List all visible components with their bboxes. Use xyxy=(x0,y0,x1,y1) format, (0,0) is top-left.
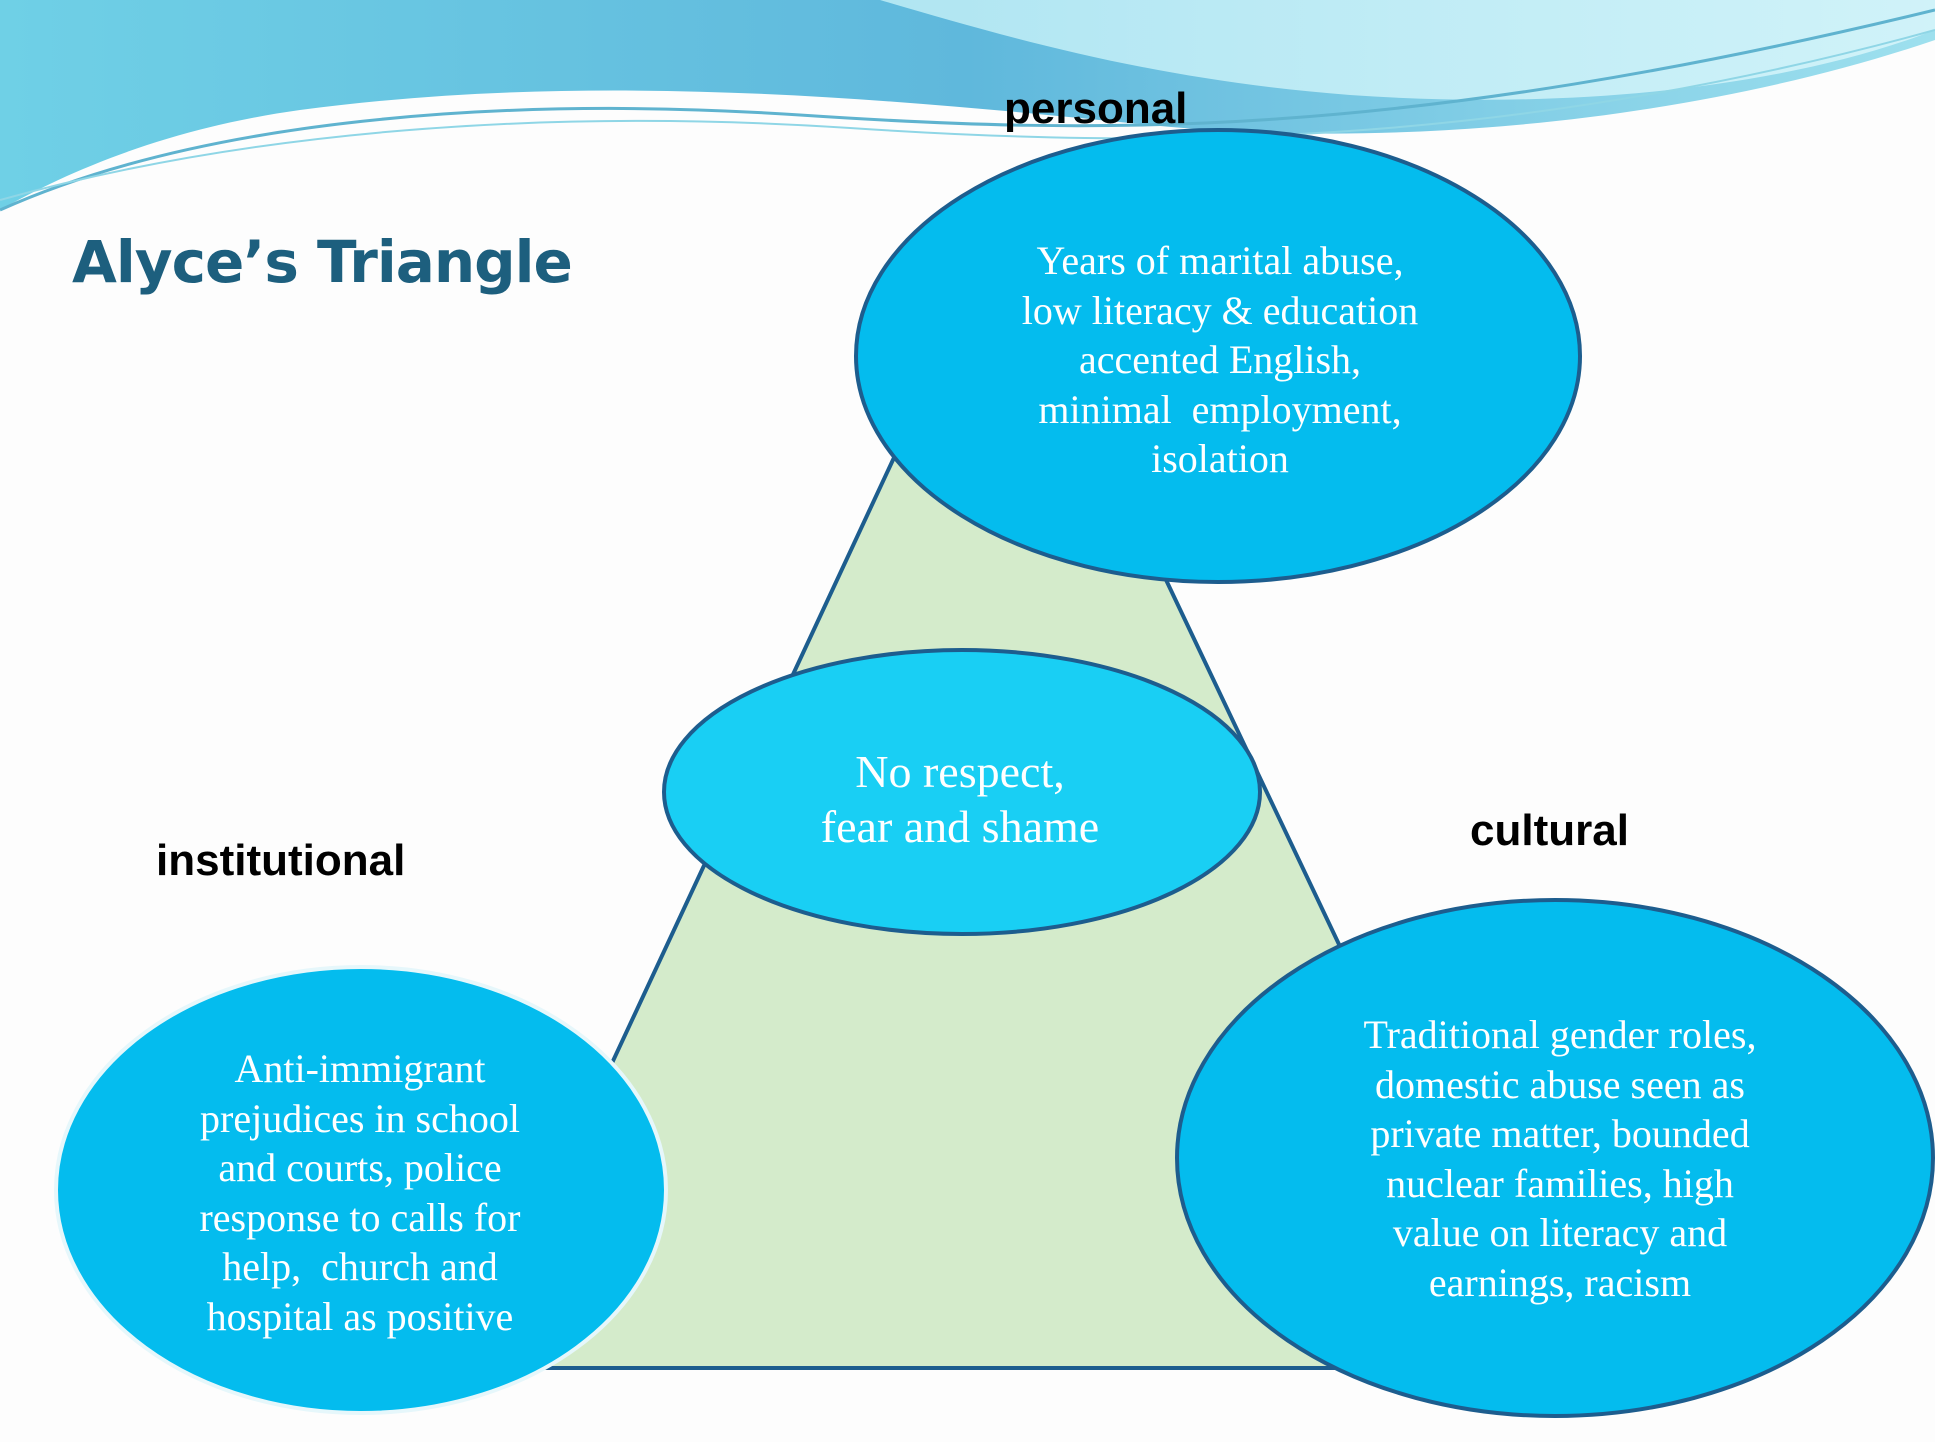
personal-text-line: minimal employment, xyxy=(1038,386,1402,432)
personal-text: Years of marital abuse, low literacy & e… xyxy=(930,236,1510,484)
center-ellipse xyxy=(662,648,1262,936)
institutional-text-line: and courts, police xyxy=(218,1145,502,1191)
cultural-text-line: earnings, racism xyxy=(1428,1259,1692,1305)
slide-title: Alyce’s Triangle xyxy=(72,228,573,296)
personal-text-line: Years of marital abuse, xyxy=(1036,238,1404,283)
cultural-ellipse xyxy=(1175,898,1935,1418)
institutional-text-line: Anti-immigrant xyxy=(234,1046,486,1091)
cultural-text-line: nuclear families, high xyxy=(1386,1160,1734,1206)
personal-text-line: accented English, xyxy=(1078,337,1362,383)
center-text: No respect, fear and shame xyxy=(700,744,1220,854)
cultural-text-line: domestic abuse seen as xyxy=(1375,1061,1745,1107)
cultural-text-line: private matter, bounded xyxy=(1370,1111,1750,1157)
cultural-label: cultural xyxy=(1470,806,1629,855)
institutional-text-line: hospital as positive xyxy=(206,1293,514,1339)
institutional-text-line: response to calls for xyxy=(199,1194,521,1240)
cultural-text-line: Traditional gender roles, xyxy=(1363,1012,1757,1057)
cultural-text-line: value on literacy and xyxy=(1392,1210,1728,1256)
center-text-line: fear and shame xyxy=(820,801,1100,853)
institutional-text-line: prejudices in school xyxy=(200,1095,520,1141)
center-text-line: No respect, xyxy=(855,746,1065,797)
personal-label: personal xyxy=(1004,84,1188,133)
header-wave xyxy=(0,0,1935,212)
personal-ellipse xyxy=(854,128,1582,584)
institutional-text-line: help, church and xyxy=(222,1244,498,1290)
cultural-text: Traditional gender roles, domestic abuse… xyxy=(1240,1010,1880,1308)
institutional-text: Anti-immigrant prejudices in school and … xyxy=(100,1044,620,1342)
personal-text-line: low literacy & education xyxy=(1021,287,1419,333)
institutional-label: institutional xyxy=(156,836,406,885)
personal-text-line: isolation xyxy=(1151,436,1289,482)
institutional-ellipse xyxy=(54,965,668,1415)
